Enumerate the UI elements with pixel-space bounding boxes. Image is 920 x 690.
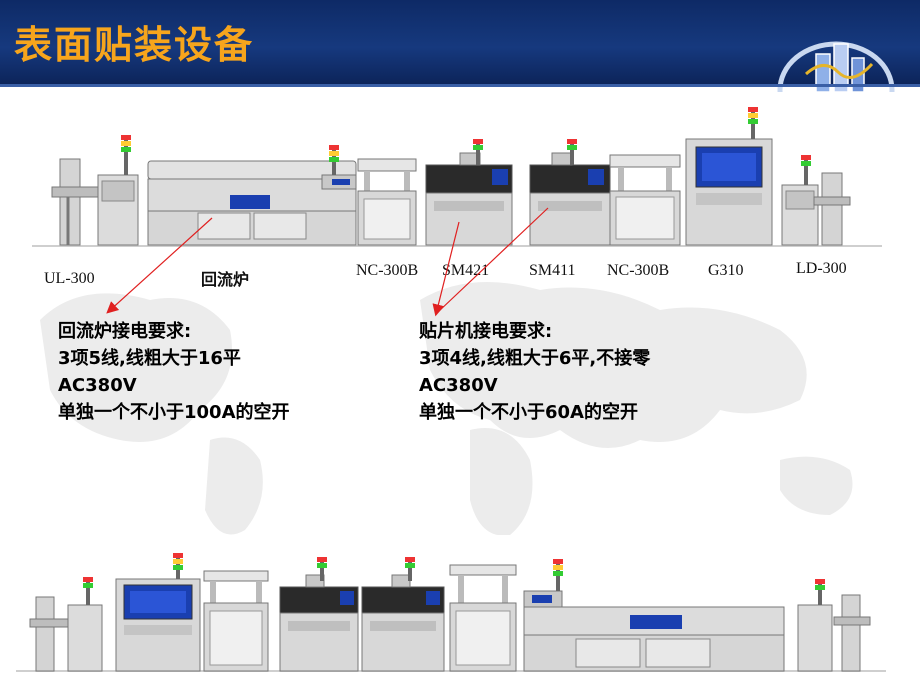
- mounter-req-line3: 单独一个不小于60A的空开: [419, 402, 638, 423]
- mounter-req-title: 贴片机接电要求:: [419, 321, 553, 342]
- logo-icon: [777, 41, 895, 92]
- mounter-req-line2: AC380V: [419, 375, 498, 396]
- label-g310: G310: [708, 262, 744, 279]
- reflow-req-line2: AC380V: [58, 375, 137, 396]
- bottom-unloader-machine: [29, 577, 103, 672]
- reflow-req-title: 回流炉接电要求:: [58, 321, 192, 342]
- reflow-req-line3: 单独一个不小于100A的空开: [58, 402, 290, 423]
- bottom-loader-machine: [797, 579, 871, 672]
- label-nc-300b: NC-300B: [356, 262, 419, 279]
- bottom-mounter-machine-2: [361, 557, 445, 672]
- page-title: 表面贴装设备: [14, 23, 255, 67]
- bottom-mounter-machine-1: [279, 557, 359, 672]
- nc-300b-machine: [357, 158, 417, 246]
- world-map-background: [40, 282, 853, 536]
- ld-300-machine: [781, 155, 851, 246]
- mounter-requirements: 贴片机接电要求: 3项4线,线粗大于6平,不接零 AC380V 单独一个不小于6…: [419, 318, 650, 426]
- label-sm421: SM421: [442, 262, 490, 279]
- nc-300b-machine-2: [609, 154, 681, 246]
- label-reflow: 回流炉: [201, 270, 250, 289]
- bottom-conveyor-machine-2: [449, 564, 517, 672]
- bottom-production-line: [16, 535, 886, 685]
- bottom-reflow-oven-machine: [523, 559, 785, 672]
- label-nc-300b-2: NC-300B: [607, 262, 670, 279]
- label-sm411: SM411: [529, 262, 576, 279]
- header-divider: [0, 84, 920, 87]
- g310-machine: [685, 107, 773, 246]
- top-production-line: [32, 101, 882, 261]
- label-ul-300: UL-300: [44, 270, 95, 287]
- reflow-requirements: 回流炉接电要求: 3项5线,线粗大于16平 AC380V 单独一个不小于100A…: [58, 318, 290, 426]
- mounter-req-line1: 3项4线,线粗大于6平,不接零: [419, 348, 651, 369]
- bottom-inspection-machine: [115, 553, 201, 672]
- label-ld-300: LD-300: [796, 260, 847, 277]
- reflow-oven-machine: [147, 145, 357, 246]
- title-bar: 表面贴装设备: [0, 0, 920, 92]
- reflow-req-line1: 3项5线,线粗大于16平: [58, 348, 241, 369]
- bottom-conveyor-machine: [203, 570, 269, 672]
